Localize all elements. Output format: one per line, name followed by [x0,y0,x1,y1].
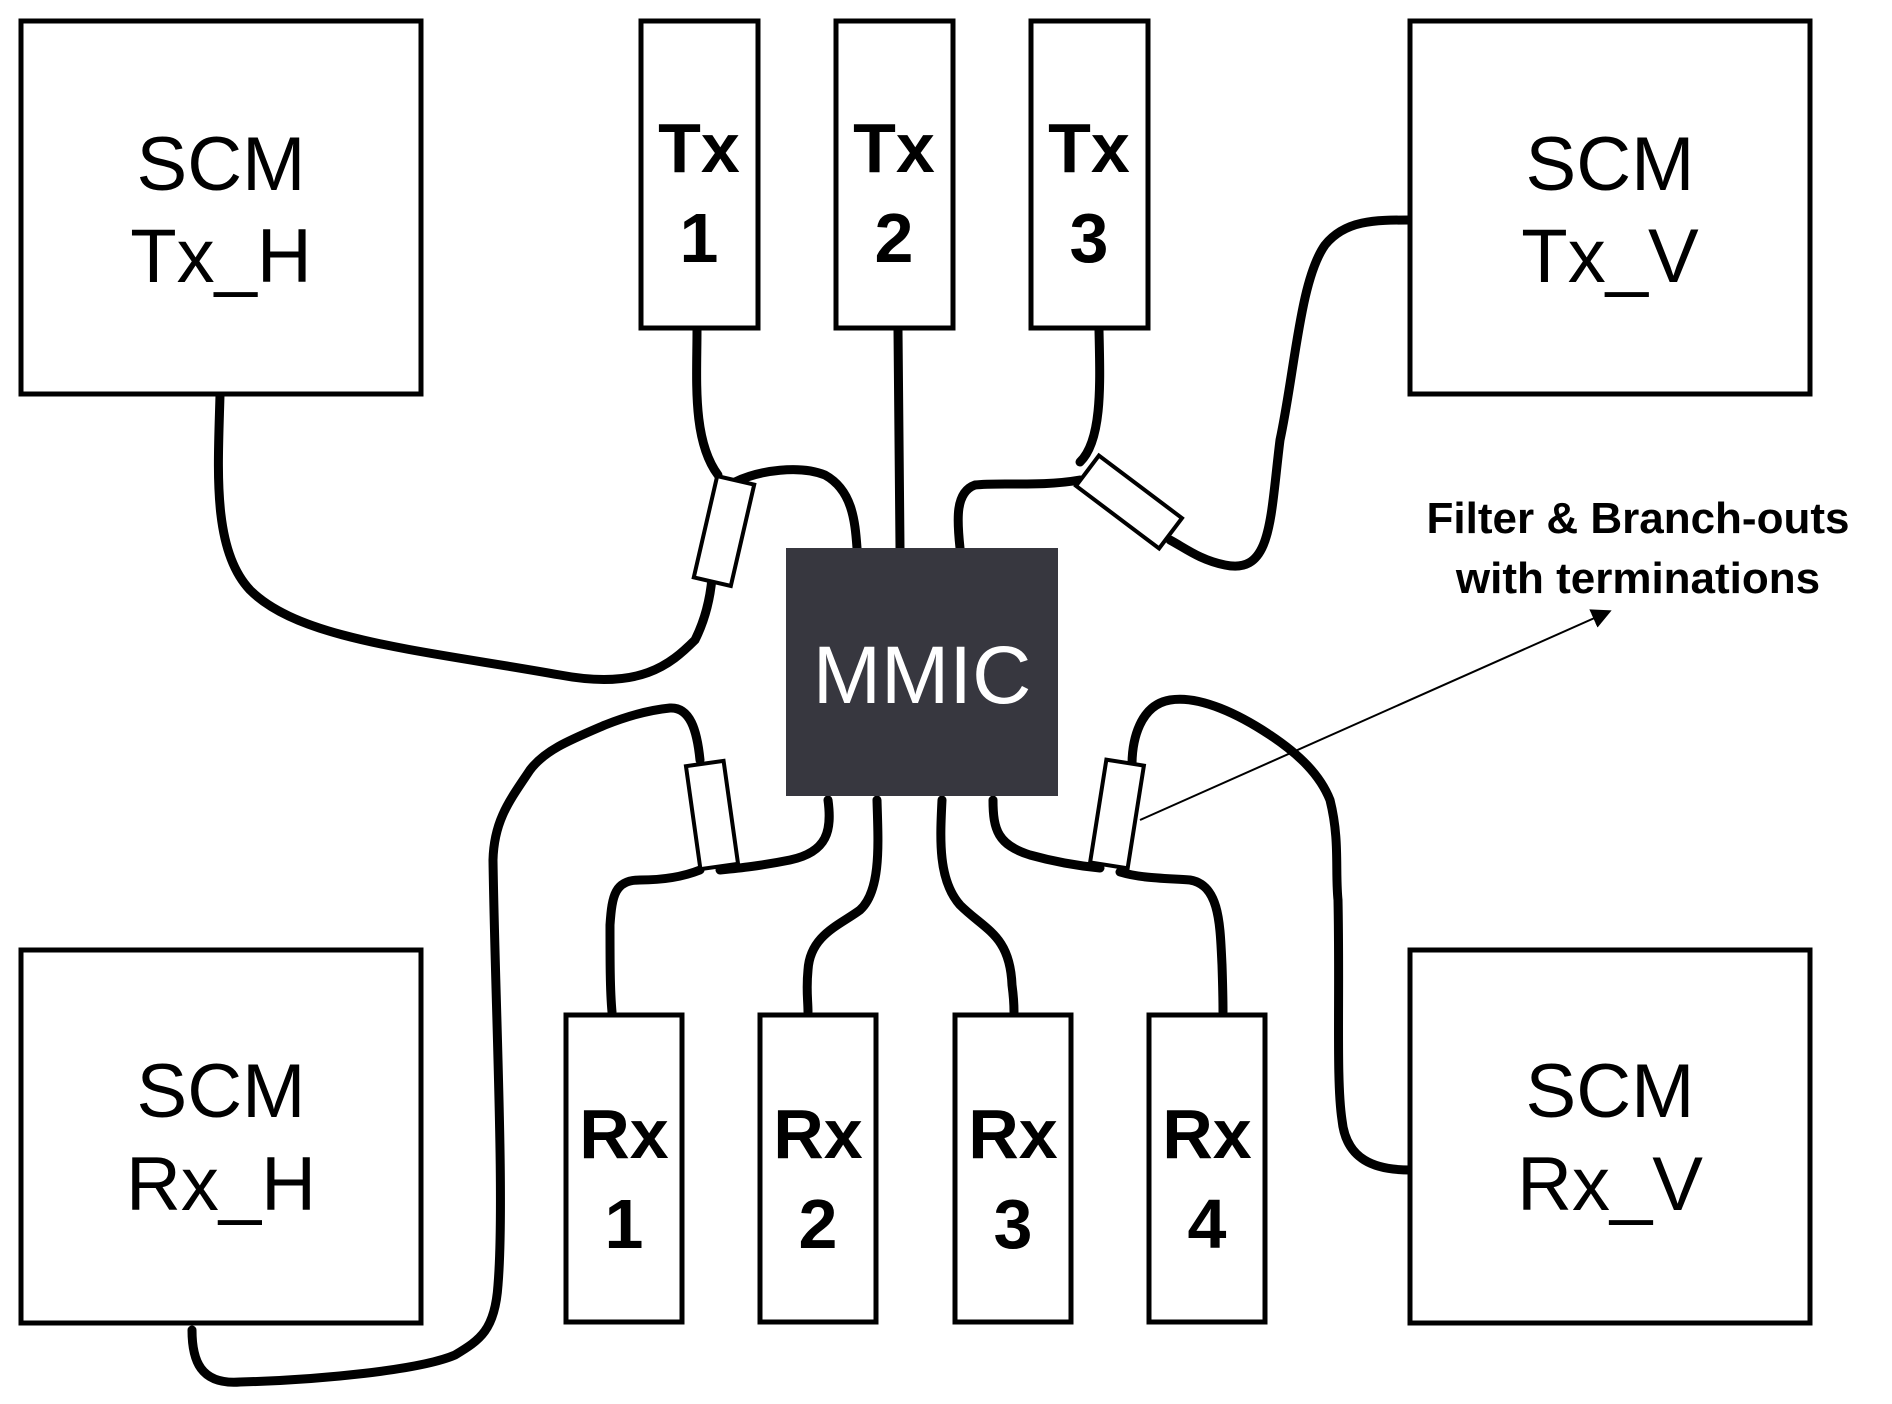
scm-rx-v: SCM Rx_V [1407,947,1813,1326]
mmic-chip-body [786,548,1058,796]
filter-rx-right [1087,757,1147,871]
wires [187,215,1415,1387]
wire-scm-tx-v [1165,215,1415,571]
scm-tx-h-line1: SCM [137,122,306,207]
filters [683,452,1185,872]
rx-port-2: Rx 2 [757,1012,879,1325]
tx-port-3-label: Tx [1048,109,1130,187]
rx-port-1-label: Rx [579,1095,669,1173]
wire-tx1 [692,325,723,480]
scm-tx-v-line2: Tx_V [1521,214,1699,299]
rx-port-4-label: Rx [1162,1095,1252,1173]
rx-port-3-label: Rx [968,1095,1058,1173]
wire-rx3 [936,795,1019,1017]
wire-rx2 [802,795,883,1017]
tx-port-2-label: Tx [853,109,935,187]
rx-port-3-number: 3 [994,1185,1033,1263]
wire-scm-rx-v [1127,694,1415,1175]
tx-port-1-number: 1 [680,199,719,277]
annotation-line1: Filter & Branch-outs [1427,494,1850,543]
tx-port-3-number: 3 [1070,199,1109,277]
scm-rx-h-line1: SCM [137,1049,306,1134]
wire-rx1-branch [605,865,705,1017]
mmic-chip: MMIC [786,548,1058,796]
tx-port-2-number: 2 [875,199,914,277]
rx-port-1-number: 1 [605,1185,644,1263]
filter-tx3 [1073,452,1185,552]
tx-port-1: Tx 1 [638,18,761,331]
wire-tx3-branch [953,475,1085,553]
annotation-arrow [1139,609,1612,821]
wire-mmic-rx-left [715,795,834,875]
filter-tx1 [691,473,757,589]
tx-port-2: Tx 2 [833,18,956,331]
wire-tx3 [1075,325,1105,467]
wire-tx2 [893,325,905,553]
scm-tx-v: SCM Tx_V [1407,18,1813,397]
wire-rx4 [1115,867,1228,1017]
scm-tx-v-line1: SCM [1526,122,1695,207]
tx-port-1-label: Tx [658,109,740,187]
rx-port-3: Rx 3 [952,1012,1074,1325]
scm-rx-v-line2: Rx_V [1517,1142,1703,1227]
rx-port-4: Rx 4 [1146,1012,1268,1325]
scm-rx-h-line2: Rx_H [126,1142,316,1227]
rx-port-4-number: 4 [1188,1185,1227,1263]
wire-scm-rx-h [187,703,705,1387]
scm-tx-h-line2: Tx_H [130,214,312,299]
scm-rx-v-line1: SCM [1526,1049,1695,1134]
filter-rx-left [683,758,741,872]
rx-port-1: Rx 1 [563,1012,685,1325]
rx-port-2-number: 2 [799,1185,838,1263]
tx-port-3: Tx 3 [1028,18,1151,331]
scm-rx-h: SCM Rx_H [18,947,424,1326]
filter-annotation: Filter & Branch-outs with terminations [1139,494,1850,821]
wire-scm-tx-h [213,390,717,684]
wire-tx1-branch [730,465,862,553]
scm-tx-h: SCM Tx_H [18,18,424,397]
mmic-label: MMIC [813,630,1032,721]
rx-port-2-label: Rx [773,1095,863,1173]
wire-mmic-rx-right [988,795,1105,873]
annotation-line2: with terminations [1455,554,1820,603]
